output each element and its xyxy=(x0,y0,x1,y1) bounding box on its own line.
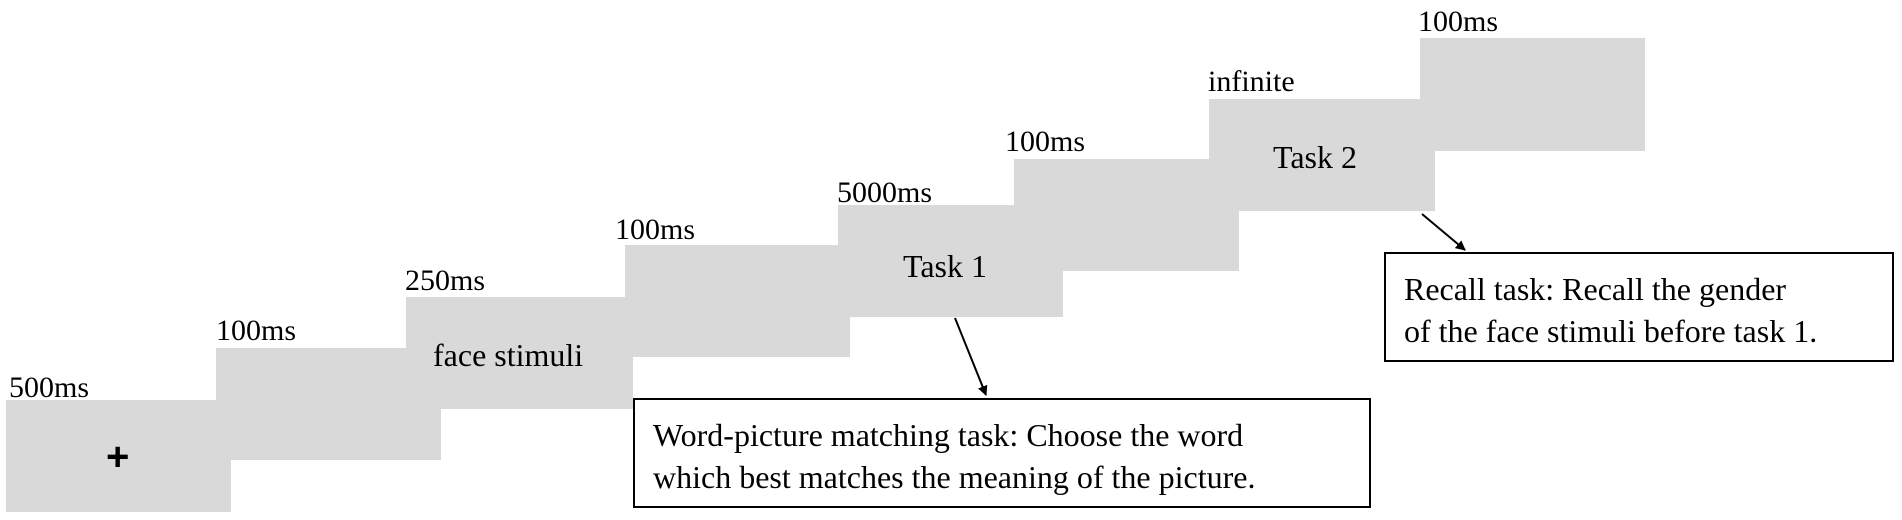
duration-label-frame-1: 500ms xyxy=(9,371,90,404)
task2-label: Task 2 xyxy=(1273,139,1357,175)
duration-label-frame-4: 100ms xyxy=(615,213,696,246)
duration-label-frame-7: infinite xyxy=(1208,65,1295,98)
duration-label-frame-3: 250ms xyxy=(405,264,486,297)
duration-label-frame-8: 100ms xyxy=(1418,5,1499,38)
frame-2-blank xyxy=(216,348,441,460)
task2-description-line-1: Recall task: Recall the gender xyxy=(1404,271,1787,307)
task1-label: Task 1 xyxy=(903,248,987,284)
frame-4-blank xyxy=(625,245,850,357)
fixation-cross: + xyxy=(106,435,130,479)
task2-description-line-2: of the face stimuli before task 1. xyxy=(1404,313,1818,349)
task1-description-line-2: which best matches the meaning of the pi… xyxy=(653,459,1256,495)
duration-label-frame-2: 100ms xyxy=(216,314,297,347)
frame-3-face xyxy=(406,297,633,409)
task2-description-box: Recall task: Recall the gender of the fa… xyxy=(1384,252,1894,362)
task1-description-line-1: Word-picture matching task: Choose the w… xyxy=(653,417,1244,453)
duration-label-frame-5: 5000ms xyxy=(837,176,933,209)
frame-7-task2 xyxy=(1209,99,1435,211)
task1-description-box: Word-picture matching task: Choose the w… xyxy=(633,398,1371,508)
frame-1-fixation xyxy=(6,400,231,512)
frame-8-blank xyxy=(1420,38,1645,151)
frame-5-task1 xyxy=(838,205,1063,317)
task2-callout-arrow xyxy=(1421,213,1466,251)
duration-label-frame-6: 100ms xyxy=(1005,125,1086,158)
face-stimuli-label: face stimuli xyxy=(433,337,584,373)
task1-callout-arrow xyxy=(954,317,988,396)
